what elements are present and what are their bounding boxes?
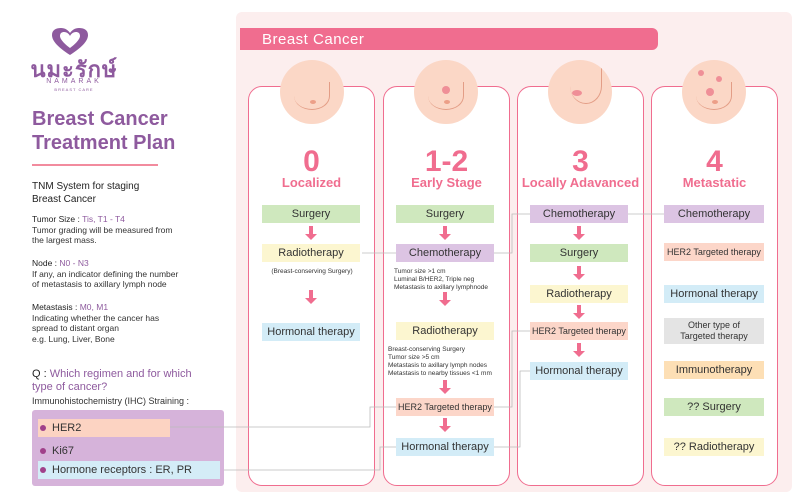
treatment-hormonal: Hormonal therapy bbox=[396, 438, 494, 456]
treatment-her2: HER2 Targeted therapy bbox=[396, 398, 494, 416]
tumor-info: Tumor Size : Tis, T1 - T4 Tumor grading … bbox=[32, 214, 173, 245]
logo-name: นมะรักษ์ bbox=[30, 57, 118, 83]
treatment-surgery: ?? Surgery bbox=[664, 398, 764, 416]
arrow-down-icon bbox=[573, 266, 585, 280]
bullet-icon bbox=[40, 448, 46, 454]
ihc-ki67: Ki67 bbox=[38, 442, 218, 460]
treatment-surgery: Surgery bbox=[262, 205, 360, 223]
breast-illustration-icon bbox=[548, 60, 612, 124]
stage-number: 3 bbox=[572, 145, 589, 178]
header-title: Breast Cancer bbox=[262, 31, 365, 48]
stage-name: Early Stage bbox=[411, 175, 482, 190]
node-info: Node : N0 - N3 If any, an indicator defi… bbox=[32, 258, 179, 289]
ihc-label: Immunohistochemistry (IHC) Straining : bbox=[32, 396, 190, 406]
bullet-icon bbox=[40, 425, 46, 431]
treatment-other-targeted: Other type of Targeted therapy bbox=[664, 318, 764, 344]
bullet-icon bbox=[40, 467, 46, 473]
heart-logo-icon bbox=[52, 28, 88, 55]
breast-illustration-icon bbox=[280, 60, 344, 124]
treatment-chemotherapy: Chemotherapy bbox=[664, 205, 764, 223]
treatment-radiotherapy: ?? Radiotherapy bbox=[664, 438, 764, 456]
treatment-immunotherapy: Immunotherapy bbox=[664, 361, 764, 379]
stage-note: Tumor size >1 cm Luminal B/HER2, Triple … bbox=[394, 268, 488, 291]
stage-note: Breast-conserving Surgery Tumor size >5 … bbox=[388, 346, 492, 377]
ihc-her2: HER2 bbox=[38, 419, 170, 437]
stage-name: Localized bbox=[281, 175, 342, 190]
treatment-surgery: Surgery bbox=[396, 205, 494, 223]
stage-number: 4 bbox=[706, 145, 723, 178]
tnm-heading: TNM System for staging Breast Cancer bbox=[32, 181, 140, 205]
treatment-radiotherapy: Radiotherapy bbox=[396, 322, 494, 340]
logo-subtitle: NAMARAK bbox=[46, 78, 102, 85]
arrow-down-icon bbox=[573, 305, 585, 319]
header-bar bbox=[240, 28, 658, 50]
ihc-hormone: Hormone receptors : ER, PR bbox=[38, 461, 220, 479]
logo-tagline: BREAST CARE bbox=[54, 87, 94, 92]
question: Q : Which regimen and for which type of … bbox=[32, 368, 192, 393]
breast-illustration-icon bbox=[682, 60, 746, 124]
stage-note: (Breast-conserving Surgery) bbox=[271, 268, 353, 275]
arrow-down-icon bbox=[573, 343, 585, 357]
treatment-radiotherapy: Radiotherapy bbox=[262, 244, 360, 262]
treatment-hormonal: Hormonal therapy bbox=[262, 323, 360, 341]
title-divider bbox=[32, 164, 158, 166]
stage-number: 0 bbox=[303, 145, 320, 178]
arrow-down-icon bbox=[439, 380, 451, 394]
arrow-down-icon bbox=[305, 290, 317, 304]
treatment-surgery: Surgery bbox=[530, 244, 628, 262]
stage-name: Locally Adavanced bbox=[521, 175, 640, 190]
arrow-down-icon bbox=[305, 226, 317, 240]
breast-illustration-icon bbox=[414, 60, 478, 124]
treatment-radiotherapy: Radiotherapy bbox=[530, 285, 628, 303]
treatment-chemotherapy: Chemotherapy bbox=[530, 205, 628, 223]
treatment-hormonal: Hormonal therapy bbox=[664, 285, 764, 303]
arrow-down-icon bbox=[439, 292, 451, 306]
treatment-her2: HER2 Targeted therapy bbox=[664, 243, 764, 261]
treatment-chemotherapy: Chemotherapy bbox=[396, 244, 494, 262]
arrow-down-icon bbox=[439, 226, 451, 240]
stage-name: Metastatic bbox=[682, 175, 747, 190]
treatment-hormonal: Hormonal therapy bbox=[530, 362, 628, 380]
arrow-down-icon bbox=[573, 226, 585, 240]
stage-number: 1-2 bbox=[424, 145, 469, 178]
page-title: Breast Cancer Treatment Plan bbox=[32, 108, 176, 154]
metastasis-info: Metastasis : M0, M1 Indicating whether t… bbox=[32, 302, 160, 344]
arrow-down-icon bbox=[439, 418, 451, 432]
treatment-her2: HER2 Targeted therapy bbox=[530, 322, 628, 340]
